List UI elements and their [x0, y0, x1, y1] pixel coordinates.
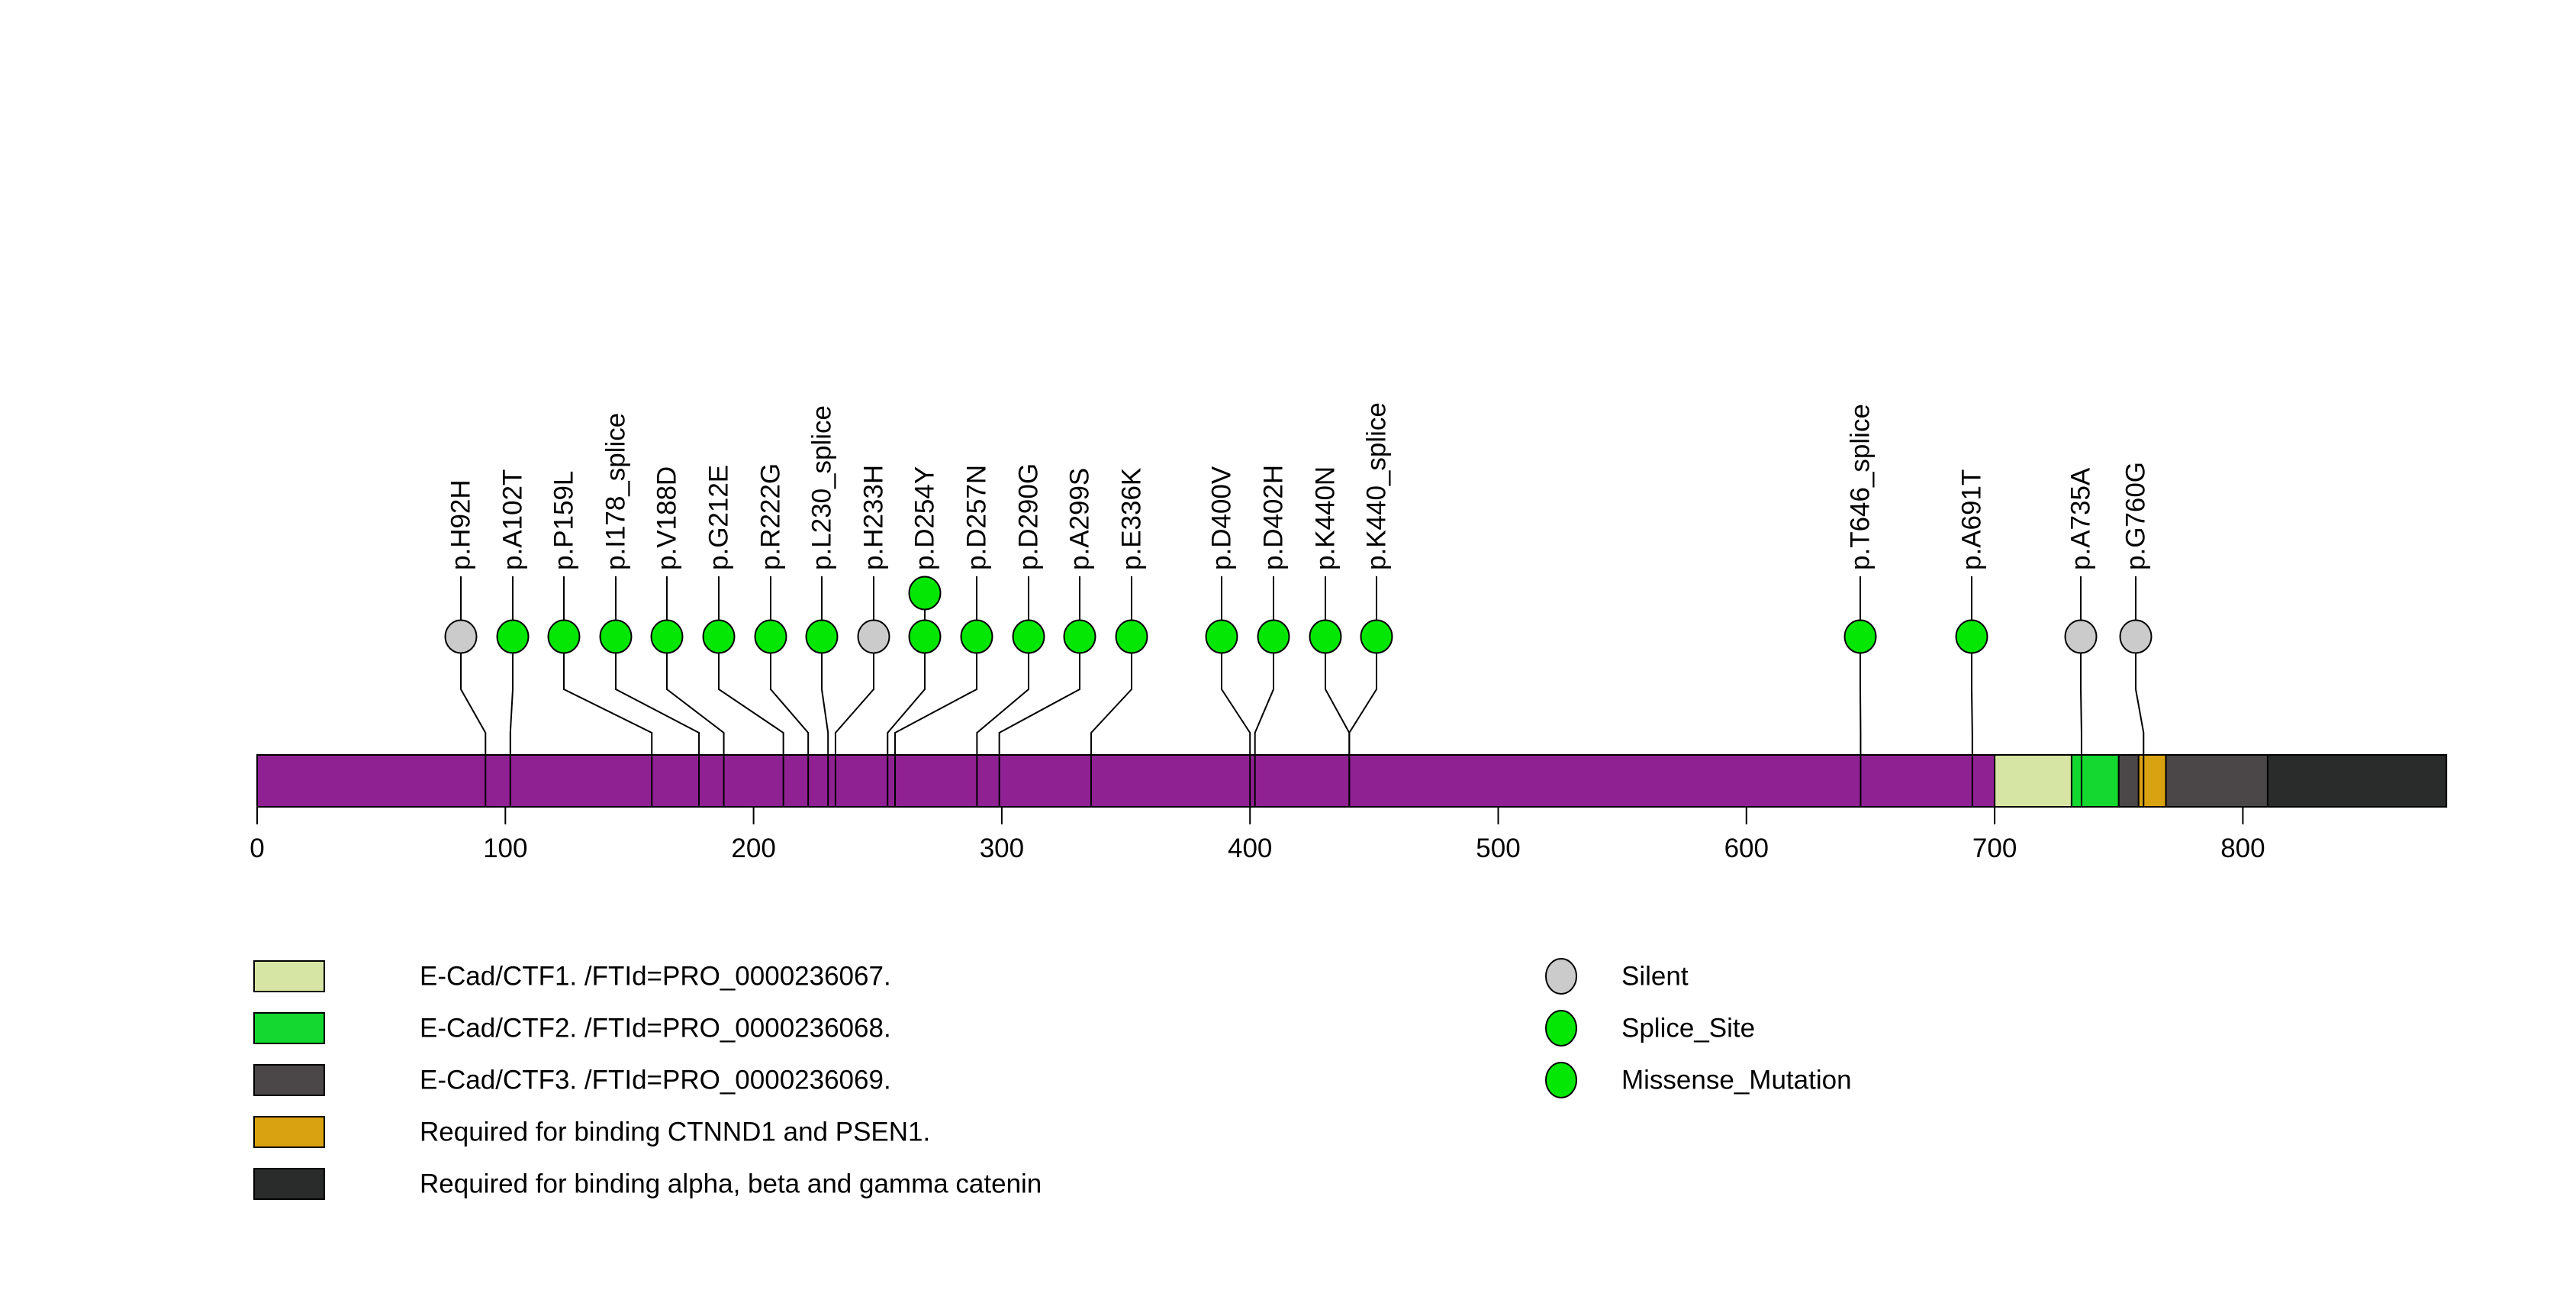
axis-tick-label: 200: [731, 834, 775, 863]
axis-tick-label: 400: [1228, 834, 1272, 863]
mutation-label: p.A102T: [498, 469, 528, 570]
lollipop-circle: [1012, 619, 1045, 654]
axis-tick-label: 100: [483, 834, 527, 863]
lollipop-circle: [1063, 619, 1096, 654]
mutation-label: p.H92H: [446, 479, 476, 570]
lollipop-circle: [960, 619, 993, 654]
legend-type-circle: [1545, 1062, 1577, 1098]
mutation-label: p.V188D: [652, 466, 682, 570]
mutation-connector: [1348, 637, 1377, 807]
mutation-connector: [615, 637, 700, 807]
legend-feature-label: E-Cad/CTF2. /FTId=PRO_0000236068.: [420, 1014, 891, 1043]
mutation-label: p.G212E: [704, 465, 734, 570]
mutation-connector: [894, 637, 977, 807]
axis-tick-label: 500: [1476, 834, 1520, 863]
lollipop-circle: [547, 619, 581, 654]
mutation-label: p.K440N: [1311, 466, 1341, 570]
mutation-connector: [887, 637, 926, 807]
legend-feature-label: E-Cad/CTF3. /FTId=PRO_0000236069.: [420, 1066, 891, 1095]
legend-feature-label: E-Cad/CTF1. /FTId=PRO_0000236067.: [420, 962, 891, 992]
mutation-label: p.I178_splice: [601, 413, 631, 570]
legend-feature-swatch: [253, 960, 325, 992]
legend-feature-swatch: [253, 1168, 325, 1200]
mutation-label: p.A691T: [1957, 469, 1987, 570]
lollipop-circle: [754, 619, 787, 654]
mutation-label: p.D254Y: [910, 466, 940, 570]
mutation-connector: [509, 637, 514, 807]
lollipop-circle: [2119, 619, 2153, 654]
legend-feature-swatch: [253, 1012, 325, 1044]
protein-bar-segment: [2266, 754, 2448, 808]
mutation-connector: [563, 637, 653, 807]
mutation-label: p.E336K: [1117, 468, 1147, 570]
mutation-label: p.D400V: [1207, 466, 1237, 570]
mutation-connector: [2080, 637, 2082, 807]
legend-type-label: Silent: [1621, 962, 1689, 992]
axis-tick-label: 300: [980, 834, 1024, 863]
lollipop-circle: [1257, 619, 1290, 654]
legend-feature-label: Required for binding CTNND1 and PSEN1.: [420, 1117, 930, 1147]
lollipop-circle: [1360, 619, 1393, 654]
mutation-label: p.A735A: [2066, 467, 2096, 570]
protein-bar-segment: [2165, 754, 2268, 808]
protein-bar-segment: [256, 754, 1996, 808]
mutation-connector: [460, 637, 487, 807]
protein-bar-segment: [1994, 754, 2072, 808]
axis-tick-label: 600: [1724, 834, 1769, 863]
mutation-connector: [770, 637, 810, 807]
mutation-label: p.P159L: [549, 471, 579, 570]
mutation-connector: [1090, 637, 1132, 807]
lollipop-circle: [1843, 619, 1877, 654]
mutation-connector: [1221, 637, 1251, 807]
lollipop-circle: [1955, 619, 1988, 654]
lollipop-circle: [2064, 619, 2098, 654]
mutation-label: p.L230_splice: [807, 405, 837, 570]
mutation-label: p.R222G: [756, 463, 786, 570]
legend-type-circle: [1545, 958, 1577, 995]
lollipop-circle: [1309, 619, 1342, 654]
mutation-label: p.T646_splice: [1846, 404, 1876, 570]
lollipop-circle: [496, 619, 530, 654]
lollipop-circle: [908, 619, 942, 654]
axis-tick-label: 0: [250, 834, 264, 863]
lollipop-circle: [650, 619, 684, 654]
lollipop-circle: [444, 619, 478, 654]
lollipop-circle: [1115, 619, 1148, 654]
protein-bar-segment: [2117, 754, 2140, 808]
mutation-label: p.H233H: [859, 465, 889, 570]
mutation-connector: [998, 637, 1080, 807]
legend-type-label: Splice_Site: [1621, 1014, 1755, 1043]
mutation-label: p.A299S: [1065, 468, 1095, 570]
legend-feature-swatch: [253, 1116, 325, 1148]
protein-bar-segment: [2137, 754, 2167, 808]
lollipop-circle: [1205, 619, 1238, 654]
legend-feature-swatch: [253, 1064, 325, 1096]
mutation-connector: [1254, 637, 1274, 807]
lollipop-circle: [702, 619, 736, 654]
mutation-connector: [976, 637, 1029, 807]
mutation-label: p.D402H: [1259, 465, 1289, 570]
mutation-connector: [821, 637, 829, 807]
legend-feature-label: Required for binding alpha, beta and gam…: [420, 1169, 1042, 1199]
mutation-connector: [718, 637, 784, 807]
mutation-label: p.D257N: [962, 465, 992, 570]
mutation-connector: [2135, 637, 2145, 807]
axis-tick-label: 700: [1972, 834, 2017, 863]
mutation-connector: [834, 637, 874, 807]
lollipop-circle: [599, 619, 633, 654]
mutation-label: p.G760G: [2121, 462, 2151, 570]
axis-tick-label: 800: [2220, 834, 2265, 863]
legend-type-label: Missense_Mutation: [1621, 1066, 1852, 1095]
mutation-label: p.K440_splice: [1362, 402, 1392, 570]
mutation-label: p.D290G: [1014, 463, 1044, 570]
legend-type-circle: [1545, 1010, 1577, 1047]
lollipop-circle: [805, 619, 839, 654]
lollipop-circle: [908, 576, 942, 611]
protein-bar-segment: [2070, 754, 2120, 808]
lollipop-circle: [857, 619, 890, 654]
mutation-connector: [666, 637, 725, 807]
